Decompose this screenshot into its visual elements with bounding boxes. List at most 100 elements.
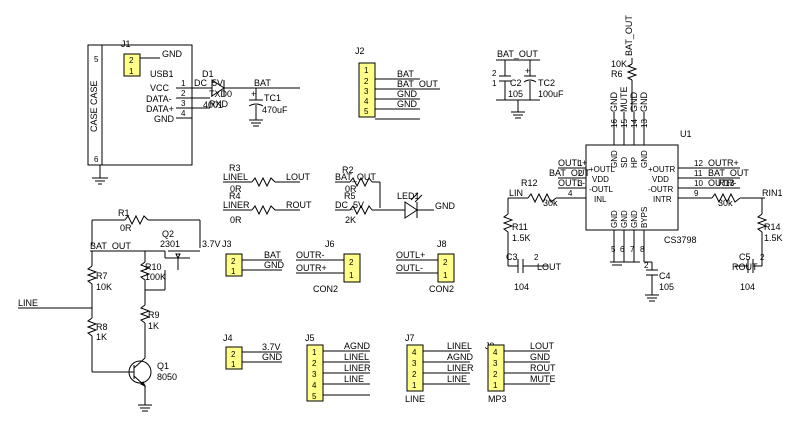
r3-value: 0R bbox=[230, 184, 242, 194]
u1-vdd-r: VDD bbox=[652, 175, 669, 184]
j1-part: USB1 bbox=[150, 69, 174, 79]
j5-pin5: 5 bbox=[312, 392, 317, 401]
j7-net-agnd: AGND bbox=[447, 352, 474, 362]
u1-outr-minus: -OUTR bbox=[648, 185, 674, 194]
j1-pin3-num: 3 bbox=[181, 99, 186, 108]
u1-net-outl-minus: OUTL- bbox=[558, 178, 585, 188]
r3-net-left: LINEL bbox=[223, 172, 248, 182]
u1-pin12: 12 bbox=[694, 159, 703, 168]
u1-pin16: 16 bbox=[610, 119, 619, 128]
right-input-network: R13 30k RIN1 R14 1.5K C5 2 ROUT 104 bbox=[700, 178, 783, 292]
u1-inl: INL bbox=[594, 195, 607, 204]
j6-pin1: 1 bbox=[349, 271, 354, 280]
j6-ref: J6 bbox=[325, 239, 335, 249]
r3-r4-resistors: R3 LINEL LOUT 0R R4 LINER ROUT 0R bbox=[223, 163, 312, 225]
r10-value: 100K bbox=[145, 272, 166, 282]
d1-value: 4001 bbox=[203, 100, 223, 110]
j2-connector: J2 1 2 3 4 5 BAT BAT_OUT GND GND bbox=[355, 46, 440, 120]
tc2-value: 100uF bbox=[538, 89, 564, 99]
q1-ref: Q1 bbox=[157, 361, 169, 371]
q2-net: BAT_OUT bbox=[90, 241, 131, 251]
j1-pin6-num: 6 bbox=[94, 155, 99, 164]
j5-net-liner: LINER bbox=[344, 363, 371, 373]
line-net: LINE bbox=[18, 298, 38, 308]
r13-ref: R13 bbox=[718, 178, 735, 188]
tc1-ref: TC1 bbox=[264, 93, 281, 103]
j9-net-lout: LOUT bbox=[530, 341, 555, 351]
r4-net-right: ROUT bbox=[286, 200, 312, 210]
j7-net-line: LINE bbox=[447, 374, 467, 384]
r2-ref: R2 bbox=[342, 165, 354, 175]
j2-pin2: 2 bbox=[364, 77, 369, 86]
u1-pin13: 13 bbox=[640, 119, 649, 128]
j1-gnd-net: GND bbox=[162, 49, 183, 59]
r9-ref: R9 bbox=[148, 310, 160, 320]
c2-tc2-caps: BAT_OUT 2 1 C2 105 + TC2 100uF bbox=[492, 49, 564, 119]
u1-b-gnd2: GND bbox=[620, 210, 629, 228]
j4-net-gnd: GND bbox=[262, 352, 283, 362]
j2-ref: J2 bbox=[355, 46, 365, 56]
c2-ref: C2 bbox=[510, 78, 522, 88]
r11-value: 1.5K bbox=[512, 233, 531, 243]
d1-net-out: BAT bbox=[254, 78, 271, 88]
u1-gnd-top1: GND bbox=[609, 92, 619, 113]
u1-part: CS3798 bbox=[664, 235, 697, 245]
j7-pin3: 3 bbox=[412, 359, 417, 368]
j9-pin1: 1 bbox=[493, 381, 498, 390]
d1-diode: D1 4001 BAT bbox=[202, 69, 300, 110]
tc2-ref: TC2 bbox=[538, 78, 555, 88]
j2-pin1: 1 bbox=[364, 66, 369, 75]
u1-in-gnd: GND bbox=[610, 150, 619, 168]
r1-ref: R1 bbox=[118, 208, 130, 218]
c5-ref: C5 bbox=[739, 252, 751, 262]
r5-net: DC_5V bbox=[335, 200, 364, 210]
c2-value: 105 bbox=[508, 89, 523, 99]
j1-data-plus: DATA+ bbox=[146, 104, 174, 114]
u1-pin9: 9 bbox=[694, 189, 699, 198]
j7-pin2: 2 bbox=[412, 370, 417, 379]
r2-value: 0R bbox=[345, 184, 357, 194]
u1-net-batout-r: BAT_OUT bbox=[708, 168, 749, 178]
j2-net-batout: BAT_OUT bbox=[397, 79, 438, 89]
j3-label: 3.7V bbox=[202, 239, 221, 249]
r12-net: LIN bbox=[509, 188, 523, 198]
u1-pin10: 10 bbox=[694, 179, 703, 188]
j8-pin1: 1 bbox=[443, 271, 448, 280]
u1-pin3: 3 bbox=[578, 179, 583, 188]
j1-header bbox=[123, 53, 141, 77]
c3-value: 104 bbox=[514, 282, 529, 292]
j5-net-line: LINE bbox=[344, 374, 364, 384]
u1-in-hp: HP bbox=[630, 157, 639, 168]
u1-pin4: 4 bbox=[568, 189, 573, 198]
j6-connector: J6 2 1 OUTR- OUTR+ CON2 bbox=[296, 239, 361, 294]
j9-pin3: 3 bbox=[493, 359, 498, 368]
j1-hpin1: 1 bbox=[129, 67, 134, 76]
u1-pin15: 15 bbox=[620, 119, 629, 128]
r14-ref: R14 bbox=[764, 222, 781, 232]
r3-net-right: LOUT bbox=[286, 172, 311, 182]
j9-pin4: 4 bbox=[493, 348, 498, 357]
j1-vcc: VCC bbox=[150, 83, 170, 93]
u1-byps: BYPS bbox=[640, 207, 649, 228]
j7-net-linel: LINEL bbox=[447, 341, 472, 351]
c2-pin1: 1 bbox=[492, 79, 497, 88]
u1-ref: U1 bbox=[680, 129, 692, 139]
j6-pin2: 2 bbox=[349, 258, 354, 267]
j5-connector: J5 1 2 3 4 5 AGND LINEL LINER LINE bbox=[305, 333, 371, 402]
u1-b-gnd3: GND bbox=[630, 210, 639, 228]
j1-data-minus: DATA- bbox=[146, 94, 172, 104]
c4-value: 105 bbox=[659, 282, 674, 292]
r6-value: 10K bbox=[611, 59, 627, 69]
j4-pin1: 1 bbox=[231, 360, 236, 369]
j1-case-strip bbox=[87, 44, 103, 166]
c3-ref: C3 bbox=[506, 252, 518, 262]
u1-pin5: 5 bbox=[611, 245, 616, 254]
u1-in-sd: SD bbox=[620, 157, 629, 168]
r7-ref: R7 bbox=[96, 271, 108, 281]
j1-rxd: RXD bbox=[209, 99, 229, 109]
u1-pin11: 11 bbox=[694, 169, 703, 178]
j1-ref: J1 bbox=[121, 39, 131, 49]
j5-ref: J5 bbox=[305, 333, 315, 343]
u1-intr: INTR bbox=[653, 195, 672, 204]
